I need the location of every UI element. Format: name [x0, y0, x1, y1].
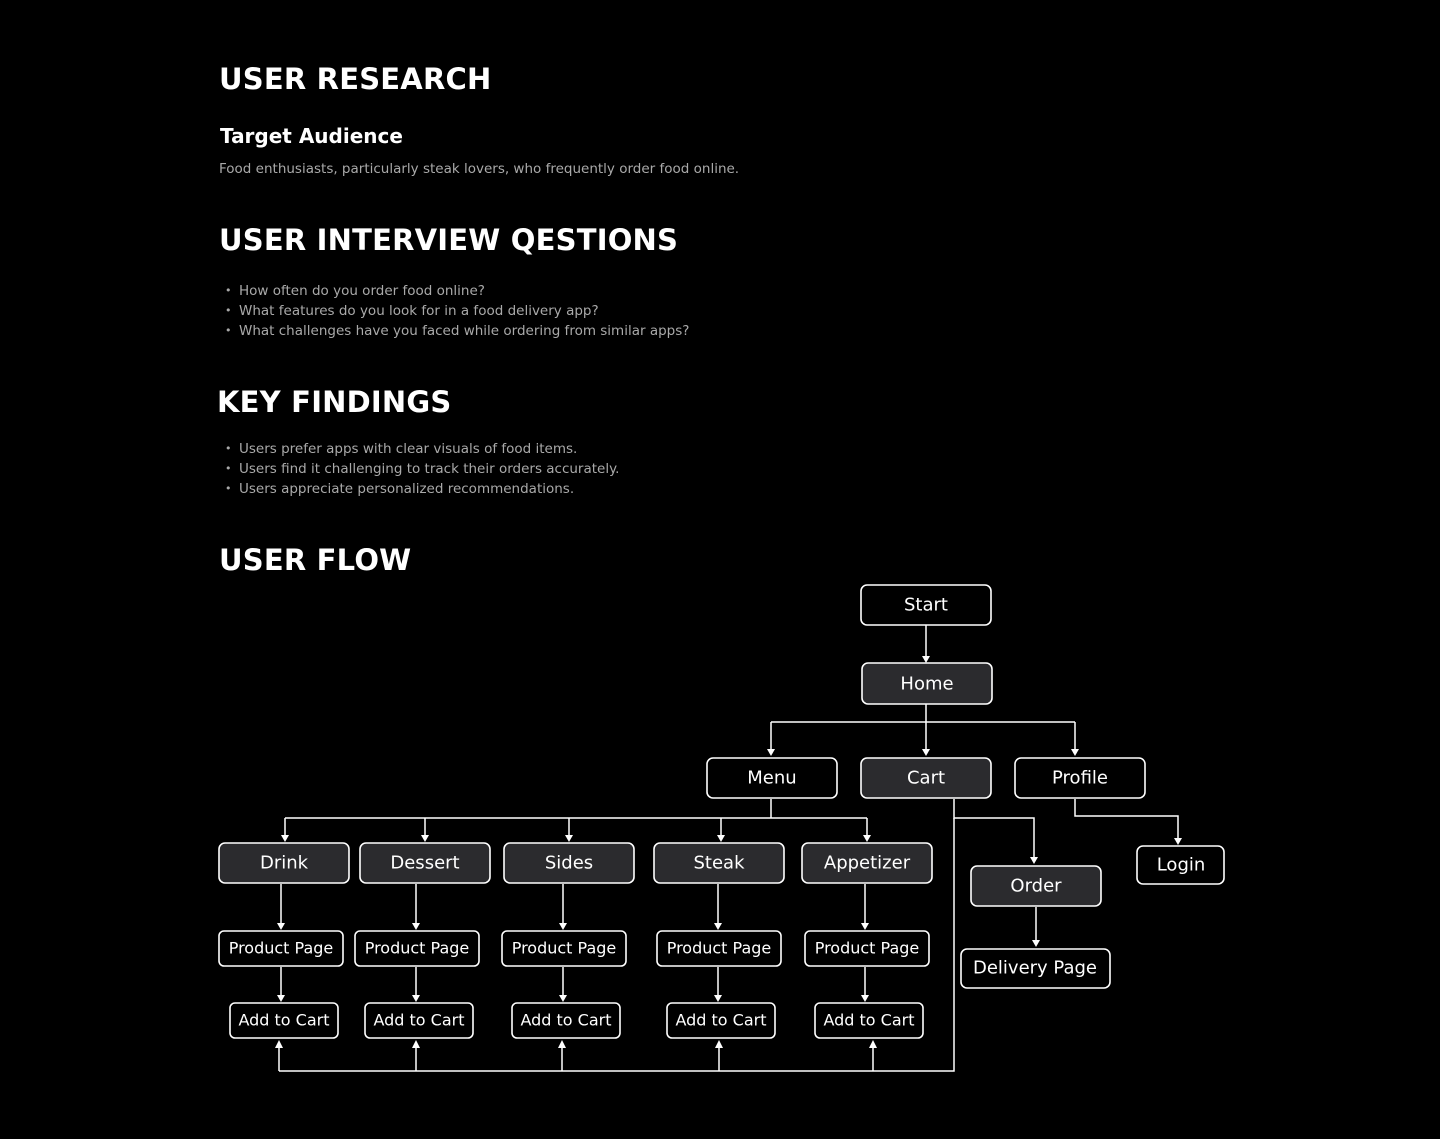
flow-node-appetizer: Appetizer: [801, 842, 933, 884]
flow-node-start: Start: [860, 584, 992, 626]
svg-text:Add to Cart: Add to Cart: [373, 1011, 464, 1030]
list-item: What challenges have you faced while ord…: [221, 321, 689, 341]
interview-questions-list: How often do you order food online? What…: [221, 281, 689, 341]
svg-text:Appetizer: Appetizer: [824, 853, 911, 874]
flow-arrowheads: [275, 656, 1182, 1048]
svg-text:Start: Start: [904, 595, 948, 616]
flow-node-product-page-drink: Product Page: [218, 930, 344, 967]
flow-node-profile: Profile: [1014, 757, 1146, 799]
flow-node-order: Order: [970, 865, 1102, 907]
flow-node-add-to-cart-drink: Add to Cart: [229, 1002, 339, 1039]
flow-node-add-to-cart-dessert: Add to Cart: [364, 1002, 474, 1039]
flow-node-sides: Sides: [503, 842, 635, 884]
list-item: Users prefer apps with clear visuals of …: [221, 439, 619, 459]
svg-text:Delivery Page: Delivery Page: [973, 958, 1097, 979]
target-audience-heading: Target Audience: [220, 124, 403, 148]
flow-node-drink: Drink: [218, 842, 350, 884]
svg-text:Drink: Drink: [260, 853, 309, 874]
flow-node-add-to-cart-sides: Add to Cart: [511, 1002, 621, 1039]
list-item: Users find it challenging to track their…: [221, 459, 619, 479]
flow-node-product-page-appetizer: Product Page: [804, 930, 930, 967]
list-item: Users appreciate personalized recommenda…: [221, 479, 619, 499]
flow-node-add-to-cart-steak: Add to Cart: [666, 1002, 776, 1039]
svg-text:Add to Cart: Add to Cart: [675, 1011, 766, 1030]
svg-text:Menu: Menu: [747, 768, 796, 789]
target-audience-text: Food enthusiasts, particularly steak lov…: [219, 161, 740, 177]
flow-node-product-page-sides: Product Page: [501, 930, 627, 967]
flow-node-product-page-dessert: Product Page: [354, 930, 480, 967]
svg-text:Order: Order: [1010, 876, 1062, 897]
svg-text:Login: Login: [1157, 855, 1206, 876]
svg-text:Product Page: Product Page: [667, 939, 772, 958]
flow-node-steak: Steak: [653, 842, 785, 884]
edge-cart-order: [953, 799, 1035, 858]
svg-text:Dessert: Dessert: [390, 853, 459, 874]
svg-text:Product Page: Product Page: [512, 939, 617, 958]
svg-text:Add to Cart: Add to Cart: [238, 1011, 329, 1030]
flow-node-add-to-cart-appetizer: Add to Cart: [814, 1002, 924, 1039]
edge-categories-product: [280, 884, 866, 924]
svg-text:Product Page: Product Page: [815, 939, 920, 958]
svg-text:Sides: Sides: [545, 853, 593, 874]
key-findings-list: Users prefer apps with clear visuals of …: [221, 439, 619, 499]
svg-text:Add to Cart: Add to Cart: [823, 1011, 914, 1030]
edge-menu-categories: [284, 799, 868, 836]
svg-text:Add to Cart: Add to Cart: [520, 1011, 611, 1030]
flow-node-login: Login: [1136, 845, 1225, 885]
edge-cart-return: [278, 818, 955, 1072]
svg-text:Cart: Cart: [907, 768, 945, 789]
flow-node-menu: Menu: [706, 757, 838, 799]
svg-text:Home: Home: [900, 674, 953, 695]
svg-text:Product Page: Product Page: [229, 939, 334, 958]
edge-product-add: [280, 967, 866, 996]
svg-text:Product Page: Product Page: [365, 939, 470, 958]
user-research-heading: USER RESEARCH: [219, 62, 492, 96]
list-item: How often do you order food online?: [221, 281, 689, 301]
edge-profile-login: [1074, 799, 1179, 838]
list-item: What features do you look for in a food …: [221, 301, 689, 321]
flow-node-delivery-page: Delivery Page: [960, 948, 1111, 989]
svg-text:Profile: Profile: [1052, 768, 1108, 789]
flow-node-home: Home: [861, 662, 993, 705]
flow-edges: [278, 625, 1179, 1072]
interview-questions-heading: USER INTERVIEW QESTIONS: [219, 223, 679, 257]
key-findings-heading: KEY FINDINGS: [217, 385, 452, 419]
edge-home-branches: [770, 704, 1076, 750]
flow-node-product-page-steak: Product Page: [656, 930, 782, 967]
flow-node-cart: Cart: [860, 757, 992, 799]
svg-text:Steak: Steak: [693, 853, 745, 874]
user-flow-heading: USER FLOW: [219, 543, 412, 577]
flow-node-dessert: Dessert: [359, 842, 491, 884]
